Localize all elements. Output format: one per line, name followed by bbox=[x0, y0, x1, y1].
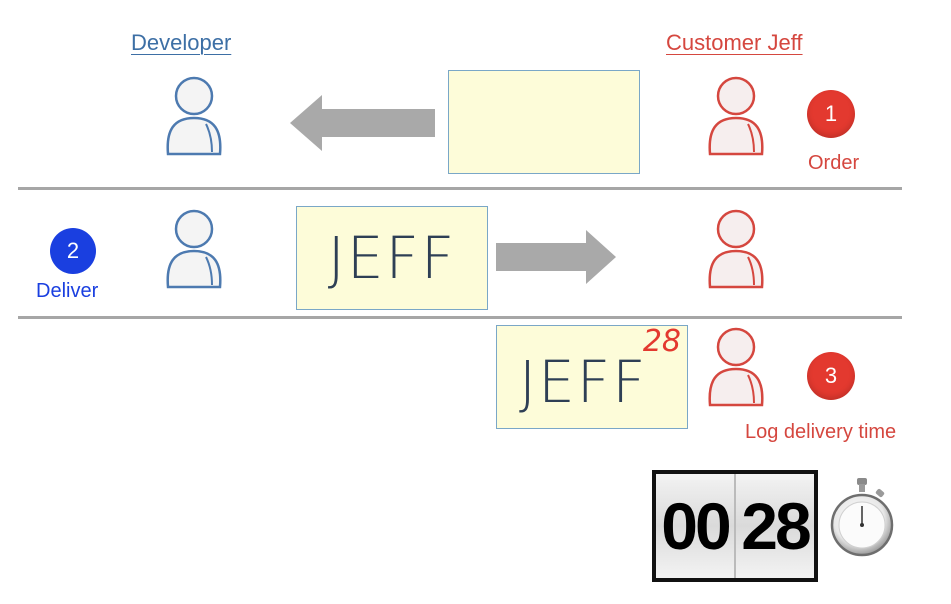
delivered-card: JEFF bbox=[296, 206, 488, 310]
step-1-label: Order bbox=[808, 152, 860, 174]
logged-time: 28 bbox=[642, 324, 681, 359]
arrow-left-icon bbox=[290, 95, 435, 151]
delivery-timer: 00 28 bbox=[652, 470, 818, 582]
step-3-label: Log delivery time bbox=[745, 421, 897, 443]
timer-right-digits: 28 bbox=[734, 474, 814, 578]
customer-label: Customer Jeff bbox=[666, 30, 803, 55]
customer-person-icon bbox=[708, 76, 764, 156]
logged-card: JEFF 28 bbox=[496, 324, 688, 429]
step-3-badge: 3 bbox=[807, 352, 855, 400]
order-card bbox=[448, 70, 640, 174]
developer-label: Developer bbox=[131, 30, 232, 55]
step-2-badge: 2 bbox=[50, 228, 96, 274]
customer-person-icon bbox=[708, 209, 764, 289]
developer-person-icon bbox=[166, 76, 222, 156]
timer-left-digits: 00 bbox=[656, 474, 734, 578]
logged-name: JEFF bbox=[519, 348, 648, 416]
step-2-label: Deliver bbox=[36, 280, 99, 302]
arrow-right-icon bbox=[496, 230, 616, 284]
row-divider bbox=[18, 187, 902, 190]
developer-person-icon bbox=[166, 209, 222, 289]
customer-person-icon bbox=[708, 327, 764, 407]
delivered-name: JEFF bbox=[327, 224, 457, 292]
step-1-badge: 1 bbox=[807, 90, 855, 138]
row-divider bbox=[18, 316, 902, 319]
stopwatch-icon bbox=[830, 478, 894, 557]
